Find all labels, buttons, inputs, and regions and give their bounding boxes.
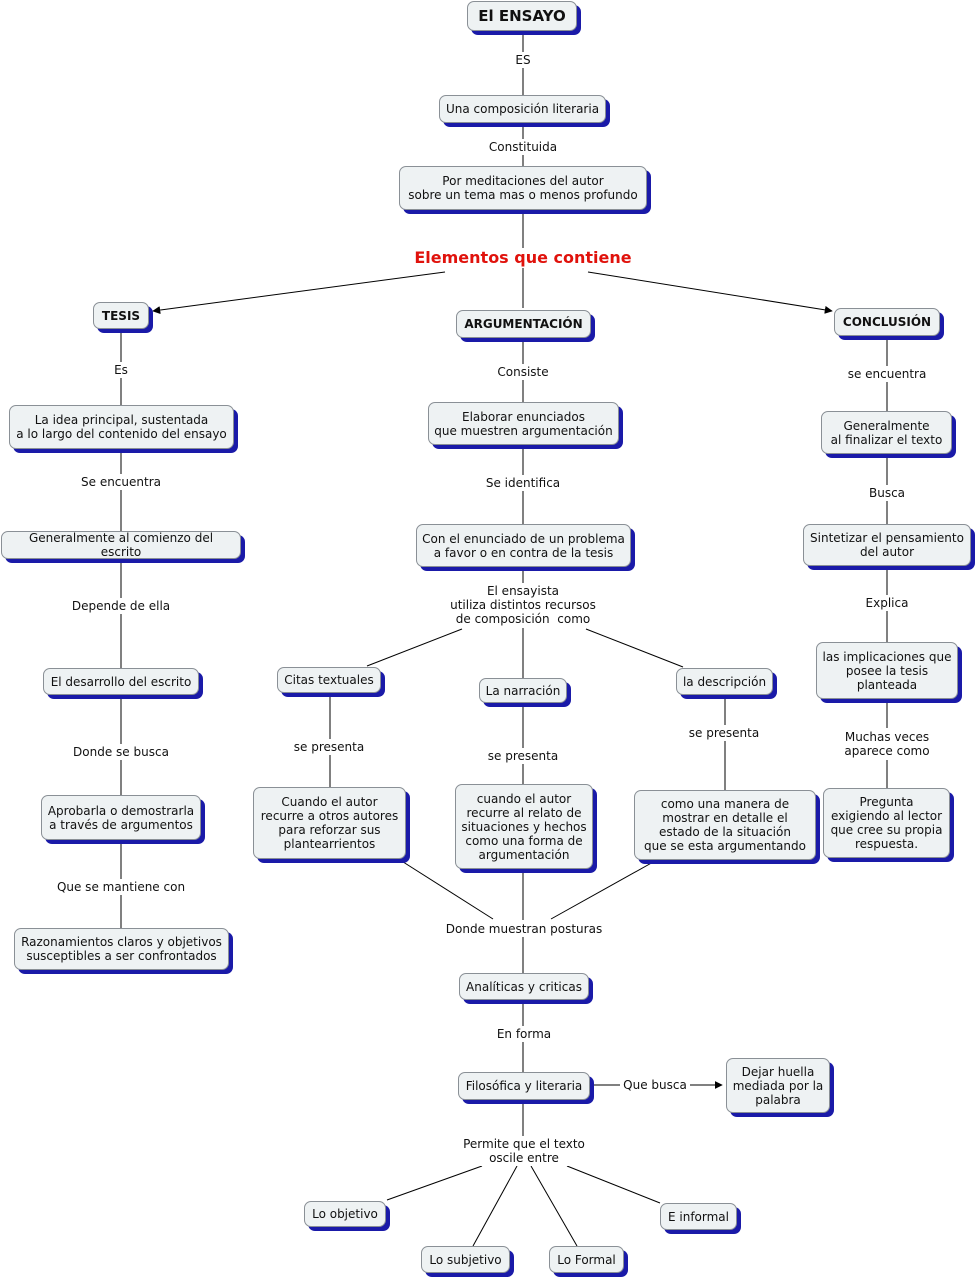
node-sintetizar[interactable]: Sintetizar el pensamiento del autor — [803, 524, 971, 566]
label-se-presenta-narracion: se presenta — [485, 748, 561, 764]
label-que-busca: Que busca — [621, 1077, 689, 1093]
node-analiticas-criticas[interactable]: Analíticas y criticas — [459, 973, 589, 1000]
label-se-encuentra-conclusion: se encuentra — [845, 366, 929, 382]
link-permite-subjetivo — [472, 1165, 518, 1247]
label-es-tesis: Es — [112, 362, 130, 378]
node-e-informal[interactable]: E informal — [660, 1203, 737, 1230]
label-permite-oscile: Permite que el texto oscile entre — [461, 1136, 587, 1166]
node-lo-subjetivo[interactable]: Lo subjetivo — [421, 1246, 510, 1273]
label-explica: Explica — [863, 595, 911, 611]
node-descripcion[interactable]: la descripción — [676, 668, 773, 695]
link-elementos-tesis — [152, 271, 446, 315]
link-ensayista-citas — [366, 628, 463, 667]
node-implicaciones[interactable]: las implicaciones que posee la tesis pla… — [816, 642, 958, 699]
node-conclusion[interactable]: CONCLUSIÓN — [834, 308, 940, 336]
node-aprobarla[interactable]: Aprobarla o demostrarla a través de argu… — [41, 795, 201, 840]
node-composicion-literaria[interactable]: Una composición literaria — [439, 95, 606, 123]
label-se-identifica: Se identifica — [483, 475, 563, 491]
label-se-presenta-descripcion: se presenta — [686, 725, 762, 741]
link-elementos-conclusion — [587, 271, 833, 314]
node-narracion[interactable]: La narración — [479, 678, 567, 703]
node-elaborar-enunciados[interactable]: Elaborar enunciados que muestren argumen… — [428, 402, 619, 445]
label-donde-se-busca: Donde se busca — [71, 744, 171, 760]
node-pregunta[interactable]: Pregunta exigiendo al lector que cree su… — [823, 788, 950, 858]
label-consiste: Consiste — [495, 364, 551, 380]
link-permite-informal — [566, 1165, 661, 1204]
node-razonamientos[interactable]: Razonamientos claros y objetivos suscept… — [14, 928, 229, 970]
node-dejar-huella[interactable]: Dejar huella mediada por la palabra — [726, 1058, 830, 1113]
link-ensayista-descripcion — [585, 628, 684, 668]
label-en-forma: En forma — [494, 1026, 554, 1042]
label-muchas-veces: Muchas veces aparece como — [842, 729, 932, 759]
node-lo-formal[interactable]: Lo Formal — [549, 1246, 624, 1273]
node-meditaciones-autor[interactable]: Por meditaciones del autor sobre un tema… — [399, 166, 647, 210]
label-se-presenta-citas: se presenta — [291, 739, 367, 755]
node-idea-principal[interactable]: La idea principal, sustentada a lo largo… — [9, 405, 234, 449]
node-manera-mostrar[interactable]: como una manera de mostrar en detalle el… — [634, 790, 816, 860]
label-es-upper: ES — [513, 52, 533, 68]
node-cuando-autor-otros[interactable]: Cuando el autor recurre a otros autores … — [253, 787, 406, 859]
label-constituida: Constituida — [486, 139, 560, 155]
node-argumentacion[interactable]: ARGUMENTACIÓN — [456, 310, 591, 338]
link-manera-posturas — [550, 860, 656, 920]
node-cuando-autor-relato[interactable]: cuando el autor recurre al relato de sit… — [455, 784, 593, 869]
node-desarrollo-escrito[interactable]: El desarrollo del escrito — [43, 668, 199, 695]
node-citas-textuales[interactable]: Citas textuales — [277, 667, 381, 693]
node-comienzo-escrito[interactable]: Generalmente al comienzo del escrito — [1, 531, 241, 559]
link-cuando1-posturas — [399, 859, 494, 920]
label-donde-muestran-posturas: Donde muestran posturas — [443, 921, 605, 937]
link-permite-objetivo — [386, 1165, 483, 1201]
label-busca: Busca — [866, 485, 908, 501]
link-permite-formal — [530, 1165, 578, 1247]
label-depende-ella: Depende de ella — [69, 598, 173, 614]
label-se-mantiene: Que se mantiene con — [54, 879, 188, 895]
label-ensayista: El ensayista utiliza distintos recursos … — [448, 583, 598, 627]
label-se-encuentra-tesis: Se encuentra — [79, 474, 163, 490]
node-filosofica-literaria[interactable]: Filosófica y literaria — [458, 1072, 590, 1100]
node-tesis[interactable]: TESIS — [93, 302, 149, 329]
node-enunciado-problema[interactable]: Con el enunciado de un problema a favor … — [416, 524, 631, 567]
node-lo-objetivo[interactable]: Lo objetivo — [304, 1201, 386, 1227]
label-elementos-contiene: Elementos que contiene — [412, 248, 634, 268]
node-finalizar-texto[interactable]: Generalmente al finalizar el texto — [821, 411, 952, 454]
node-el-ensayo[interactable]: El ENSAYO — [467, 1, 577, 31]
